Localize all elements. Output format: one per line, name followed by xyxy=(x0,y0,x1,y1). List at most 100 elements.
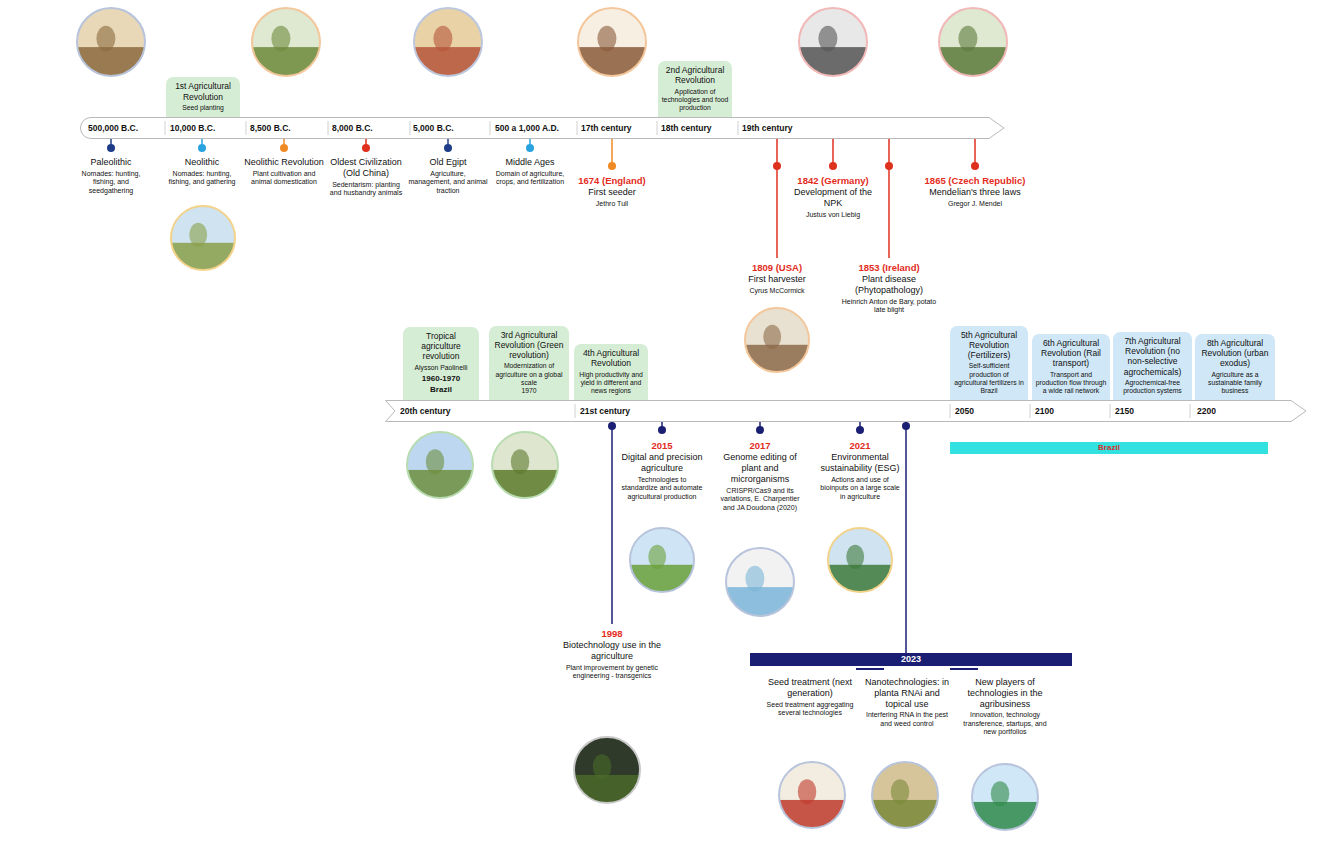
event-title: Neolithic Revolution xyxy=(244,157,324,168)
timeline-dot xyxy=(608,162,616,170)
photo-illustration xyxy=(77,8,145,81)
event-group: PaleolithicNomades: hunting, fishing, an… xyxy=(71,156,151,195)
box-text: Transport and production flow through a … xyxy=(1035,371,1107,395)
event-title: Digital and precision agriculture xyxy=(619,452,705,474)
marker-stem xyxy=(974,139,976,166)
event-group: Neolithic RevolutionPlant cultivation an… xyxy=(244,156,324,187)
timeline-dot xyxy=(526,144,534,152)
event-group: 1865 (Czech Republic)Mendelian's three l… xyxy=(919,175,1031,209)
revolution-box: 1st Agricultural RevolutionSeed planting xyxy=(166,77,240,117)
event-title: Environmental sustainability (ESG) xyxy=(818,452,902,474)
event-detail: Actions and use of bioinputs on a large … xyxy=(818,476,902,501)
arrow-shape xyxy=(385,400,1307,422)
event-year: 1865 (Czech Republic) xyxy=(919,175,1031,186)
event-group: 2017Genome editing of plant and microrga… xyxy=(714,440,806,512)
photo-illustration xyxy=(726,548,794,621)
photo-illustration xyxy=(828,528,892,597)
photo-illustration xyxy=(492,432,558,503)
future-revolution-box: 7th Agricultural Revolution (no non-sele… xyxy=(1113,332,1192,400)
year-band: 2023 xyxy=(750,653,1072,666)
box-text: Seed planting xyxy=(169,104,237,112)
event-group: Old EgiptAgriculture, management, and an… xyxy=(408,156,488,195)
photo-illustration xyxy=(578,8,646,81)
box-text: 1960-1970 xyxy=(406,374,476,384)
box-text: Alysson Paolinelli xyxy=(406,364,476,372)
timeline-arrow: 500,000 B.C.10,000 B.C.8,500 B.C.8,000 B… xyxy=(80,117,1005,139)
event-title: Genome editing of plant and microrganism… xyxy=(714,452,806,484)
future-revolution-box: 5th Agricultural Revolution (Fertilizers… xyxy=(950,326,1028,400)
event-title: First seeder xyxy=(570,187,654,198)
event-group: 1842 (Germany)Development of the NPKJust… xyxy=(789,175,877,219)
box-heading: 8th Agricultural Revolution (urban exodu… xyxy=(1198,338,1272,369)
box-heading: 5th Agricultural Revolution (Fertilizers… xyxy=(953,330,1025,361)
box-heading: Tropical agriculture revolution xyxy=(406,331,476,362)
event-detail: Heinrich Anton de Bary, potato late blig… xyxy=(841,298,937,315)
box-text: Agrochemical-free production systems xyxy=(1116,379,1189,395)
event-year: 1842 (Germany) xyxy=(789,175,877,186)
event-title: Paleolithic xyxy=(71,157,151,168)
box-heading: 1st Agricultural Revolution xyxy=(169,81,237,101)
band-label: Brazil xyxy=(954,443,1264,453)
photo-illustration xyxy=(171,206,235,275)
timeline-dot xyxy=(829,162,837,170)
event-detail: Plant cultivation and animal domesticati… xyxy=(244,170,324,187)
photo-illustration xyxy=(414,8,482,81)
region-band: Brazil xyxy=(950,442,1268,454)
box-text: Self-sufficient production of agricultur… xyxy=(953,362,1025,395)
event-group: NeolithicNomades: hunting, fishing, and … xyxy=(162,156,242,187)
box-text: Modernization of agriculture on a global… xyxy=(492,362,566,386)
photo-illustration xyxy=(745,308,809,377)
event-title: New players of technologies in the agrib… xyxy=(957,677,1053,709)
event-detail: CRISPR/Cas9 and its variations, E. Charp… xyxy=(714,487,806,512)
event-detail: Sedentarism: planting and husbandry anim… xyxy=(326,181,406,198)
box-heading: 2nd Agricultural Revolution xyxy=(661,65,729,85)
event-detail: Plant improvement by genetic engineering… xyxy=(560,664,664,681)
timeline-dot xyxy=(608,422,616,430)
event-year: 1853 (Ireland) xyxy=(841,262,937,273)
bracket-dash xyxy=(856,668,884,670)
event-title: First harvester xyxy=(735,274,819,285)
event-group: Seed treatment (next generation)Seed tre… xyxy=(766,676,854,717)
event-group: 1674 (England)First seederJethro Tull xyxy=(570,175,654,209)
timeline-dot xyxy=(362,144,370,152)
event-detail: Technologies to standardize and automate… xyxy=(619,476,705,501)
timeline-dot xyxy=(444,144,452,152)
marker-stem xyxy=(888,139,890,166)
leader-line xyxy=(888,166,890,258)
date-label: 8,500 B.C. xyxy=(250,117,291,139)
future-revolution-box: 8th Agricultural Revolution (urban exodu… xyxy=(1195,334,1275,400)
photo-illustration xyxy=(630,528,694,597)
event-title: Neolithic xyxy=(162,157,242,168)
photo-illustration xyxy=(939,8,1007,81)
timeline-dot xyxy=(658,426,666,434)
date-label: 19th century xyxy=(742,117,793,139)
timeline-arrow: 20th century21st century2050210021502200 xyxy=(385,400,1307,422)
event-title: Development of the NPK xyxy=(789,187,877,209)
bracket-dash xyxy=(950,668,978,670)
event-title: Biotechnology use in the agriculture xyxy=(560,640,664,662)
box-text: Brazil xyxy=(406,385,476,395)
date-label: 500 a 1,000 A.D. xyxy=(495,117,559,139)
date-label: 21st century xyxy=(580,400,630,422)
timeline-dot xyxy=(856,426,864,434)
timeline-dot xyxy=(107,144,115,152)
date-label: 500,000 B.C. xyxy=(88,117,138,139)
date-label: 5,000 B.C. xyxy=(413,117,454,139)
marker-stem xyxy=(776,139,778,166)
date-label: 18th century xyxy=(661,117,712,139)
box-text: Agriculture as a sustainable family busi… xyxy=(1198,371,1272,395)
revolution-box: 3rd Agricultural Revolution (Green revol… xyxy=(489,326,569,400)
timeline-dot xyxy=(773,162,781,170)
timeline-dot xyxy=(971,162,979,170)
event-year: 2021 xyxy=(818,440,902,451)
date-label: 17th century xyxy=(581,117,632,139)
date-label: 8,000 B.C. xyxy=(332,117,373,139)
box-text: High productivity and yield in different… xyxy=(577,371,645,395)
timeline-dot xyxy=(198,144,206,152)
event-detail: Agriculture, management, and animal trac… xyxy=(408,170,488,195)
event-detail: Innovation, technology transference, sta… xyxy=(957,711,1053,736)
event-detail: Nomades: hunting, fishing, and gathering xyxy=(162,170,242,187)
event-group: 2021Environmental sustainability (ESG)Ac… xyxy=(818,440,902,501)
event-detail: Jethro Tull xyxy=(570,200,654,208)
photo-illustration xyxy=(972,764,1038,835)
